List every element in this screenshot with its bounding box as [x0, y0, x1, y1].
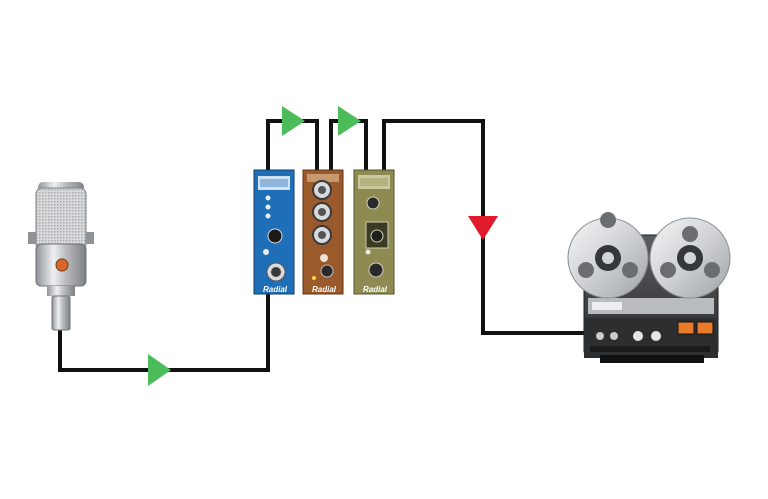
compressor-brand: Radial [363, 285, 388, 294]
ribbon-microphone-icon [28, 182, 94, 331]
reel-to-reel-recorder-icon [567, 212, 731, 363]
compressor-to-recorder-arrow [468, 216, 498, 240]
compressor-module-icon: Radial [353, 169, 395, 295]
eq-brand: Radial [312, 285, 337, 294]
compressor-to-recorder-cable [382, 119, 584, 335]
preamp-brand: Radial [263, 285, 288, 294]
eq-to-compressor-arrow [338, 106, 361, 136]
mic-to-preamp-cable [58, 292, 270, 372]
preamp-module-icon: Radial [253, 169, 295, 295]
preamp-to-eq-arrow [282, 106, 305, 136]
mic-to-preamp-arrow [148, 354, 171, 386]
eq-module-icon: Radial [302, 169, 344, 295]
